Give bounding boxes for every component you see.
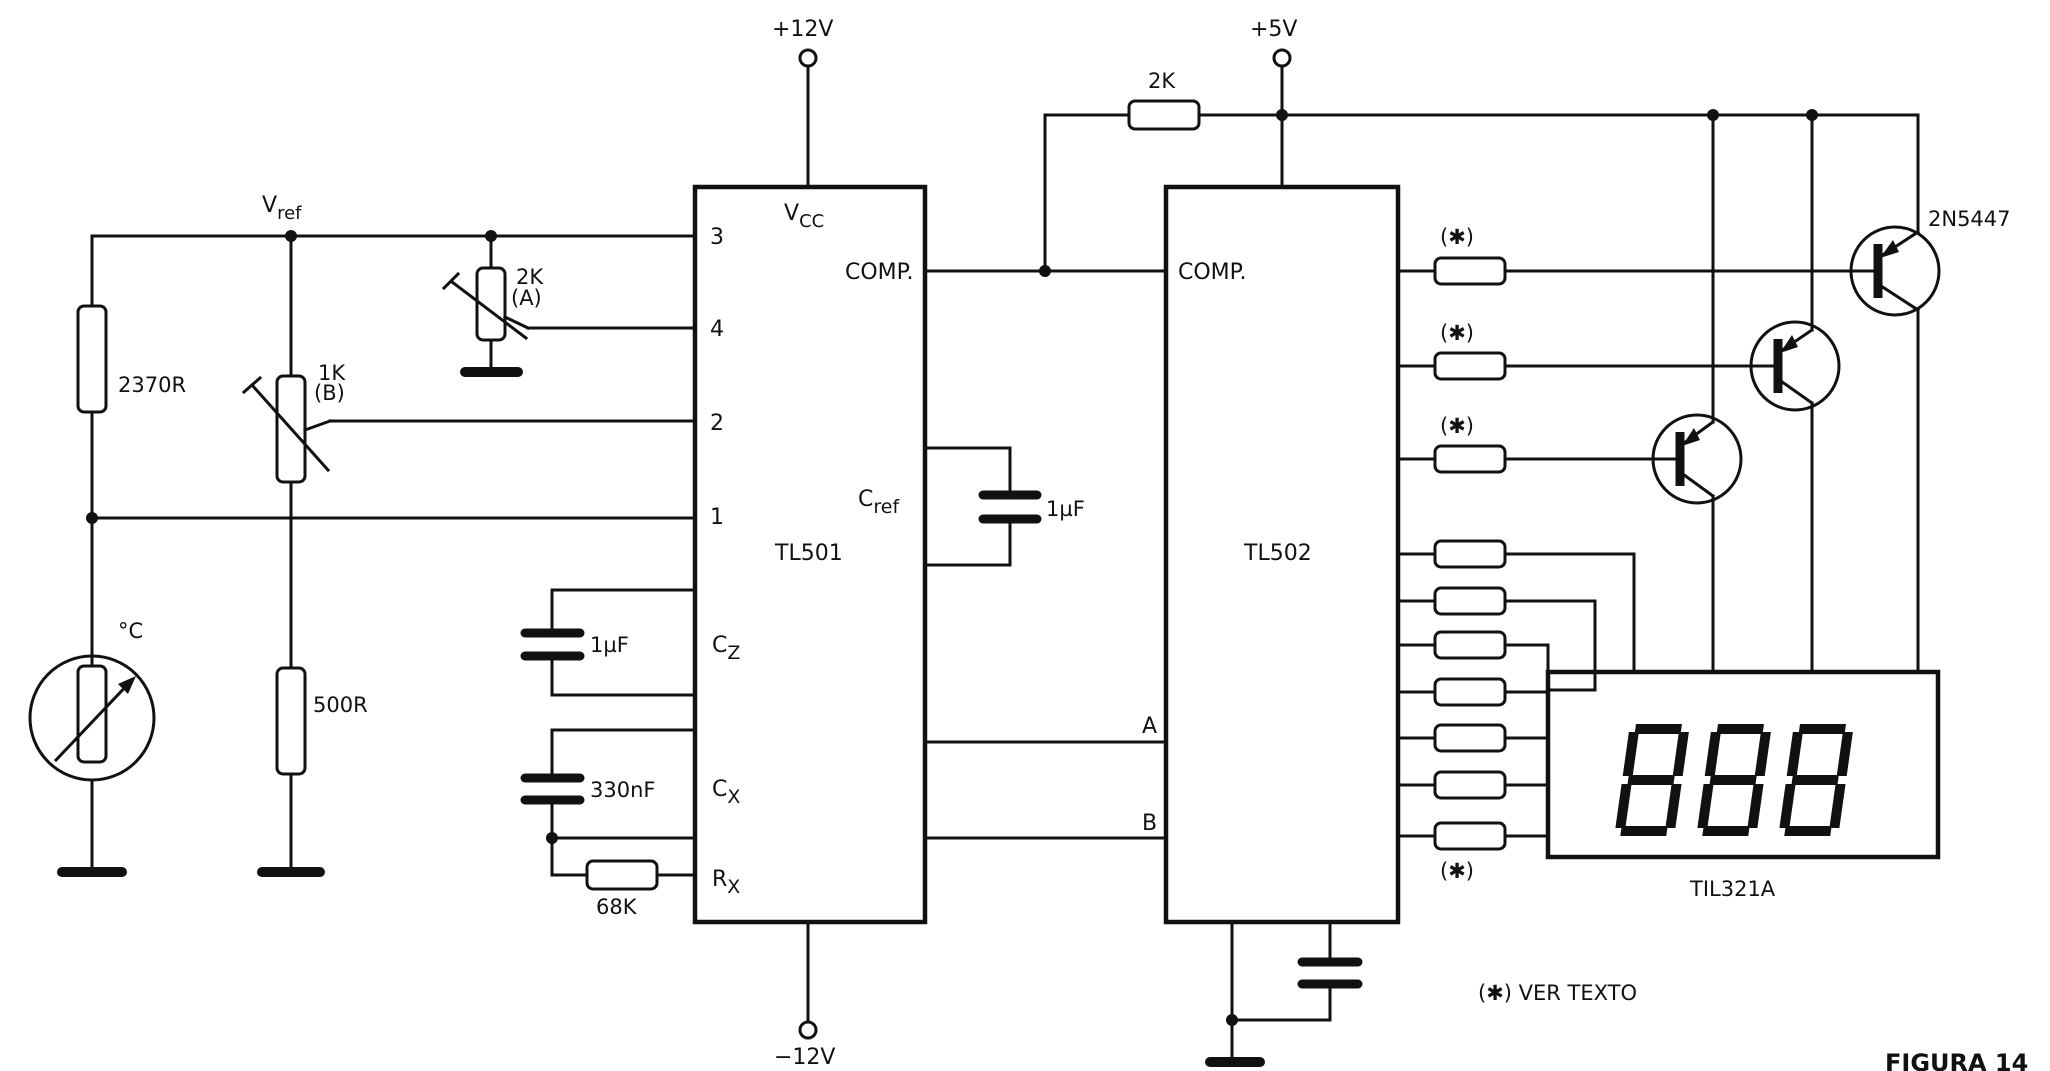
resistor-500r-label: 500R bbox=[313, 693, 368, 717]
ic-tl502: TL502 COMP. A B bbox=[1142, 184, 1401, 925]
potentiometer-2k-tag: (A) bbox=[511, 286, 542, 310]
supply-plus5v: +5V bbox=[1250, 17, 1297, 189]
comp-net bbox=[923, 113, 1168, 277]
resistor-2370r-label: 2370R bbox=[118, 373, 186, 397]
ic-tl502-comp-label: COMP. bbox=[1178, 260, 1247, 285]
resistor-68k: 68K bbox=[550, 859, 697, 919]
star-label-4: (✱) bbox=[1440, 859, 1474, 883]
capacitor-cref: 1µF bbox=[923, 446, 1085, 567]
ic-tl502-pin-a: A bbox=[1142, 714, 1157, 739]
supply-plus12v: +12V bbox=[772, 17, 833, 189]
display-body bbox=[1545, 669, 1941, 860]
potentiometer-2k-label: 2K bbox=[516, 265, 544, 289]
supply-minus12v-label: −12V bbox=[774, 1045, 835, 1070]
transistor-q1 bbox=[1503, 113, 1743, 674]
resistor-2k-label: 2K bbox=[1148, 69, 1176, 93]
transistor-label: 2N5447 bbox=[1928, 207, 2011, 231]
seven-segment-digits bbox=[1615, 724, 1853, 836]
digit-resistors: (✱) (✱) (✱) bbox=[1396, 225, 1507, 474]
capacitor-cx-label: 330nF bbox=[590, 778, 655, 802]
capacitor-cz: 1µF bbox=[520, 588, 697, 697]
ic-tl501-body bbox=[692, 184, 928, 925]
resistor-2370r: 2370R bbox=[76, 234, 186, 520]
resistor-68k-label: 68K bbox=[596, 895, 638, 919]
note-ver-texto: (✱) VER TEXTO bbox=[1478, 981, 1637, 1005]
supply-plus5v-label: +5V bbox=[1250, 17, 1297, 42]
resistor-2k-pullup: 2K bbox=[1127, 69, 1920, 131]
ic-tl501-pin3: 3 bbox=[710, 225, 724, 250]
ic-tl501-pin1: 1 bbox=[710, 505, 724, 530]
potentiometer-1k-tag: (B) bbox=[314, 381, 345, 405]
ic-tl501-name: TL501 bbox=[774, 541, 843, 566]
pin1-net bbox=[86, 512, 697, 524]
transistor-q2 bbox=[1503, 113, 1841, 674]
thermistor: °C bbox=[28, 516, 156, 874]
digit-1 bbox=[1615, 724, 1689, 836]
figure-label: FIGURA 14 bbox=[1885, 1049, 2028, 1071]
ic-tl501-pin2: 2 bbox=[710, 411, 724, 436]
digit-3 bbox=[1779, 724, 1853, 836]
thermistor-label: °C bbox=[118, 619, 143, 643]
ic-tl501-cref-label: Cref bbox=[858, 487, 900, 518]
display-label: TIL321A bbox=[1689, 877, 1776, 901]
ic-tl501-rx: RX bbox=[712, 867, 740, 898]
capacitor-cx: 330nF bbox=[520, 728, 697, 877]
ic-tl501-cz: CZ bbox=[712, 633, 740, 664]
display-til321a: TIL321A bbox=[1545, 669, 1941, 901]
segment-resistors: (✱) bbox=[1396, 539, 1636, 883]
transistor-q3: 2N5447 bbox=[1503, 113, 2011, 674]
supply-minus12v: −12V bbox=[774, 920, 835, 1070]
tl502-ground bbox=[1205, 920, 1363, 1067]
capacitor-cz-label: 1µF bbox=[590, 633, 629, 657]
potentiometer-2k-a: 2K (A) bbox=[441, 234, 697, 374]
star-label-1: (✱) bbox=[1440, 225, 1474, 249]
vref-label: Vref bbox=[262, 193, 302, 224]
potentiometer-1k-b: 1K (B) bbox=[241, 234, 697, 484]
supply-plus12v-label: +12V bbox=[772, 17, 833, 42]
ic-tl501: TL501 VCC COMP. Cref 3 4 2 1 CZ CX RX bbox=[692, 184, 928, 925]
capacitor-cref-label: 1µF bbox=[1046, 497, 1085, 521]
vref-net: Vref bbox=[90, 193, 697, 242]
ic-tl501-vcc: VCC bbox=[784, 201, 824, 232]
ab-bus bbox=[923, 740, 1168, 840]
resistor-500r: 500R bbox=[275, 480, 368, 874]
ic-tl501-pin4: 4 bbox=[710, 317, 724, 342]
ic-tl501-comp-label: COMP. bbox=[845, 260, 914, 285]
ic-tl502-name: TL502 bbox=[1243, 541, 1312, 566]
star-label-2: (✱) bbox=[1440, 321, 1474, 345]
ic-tl501-cx: CX bbox=[712, 777, 740, 808]
digit-2 bbox=[1697, 724, 1771, 836]
star-label-3: (✱) bbox=[1440, 414, 1474, 438]
ic-tl502-pin-b: B bbox=[1142, 811, 1157, 836]
potentiometer-1k-label: 1K bbox=[318, 361, 346, 385]
